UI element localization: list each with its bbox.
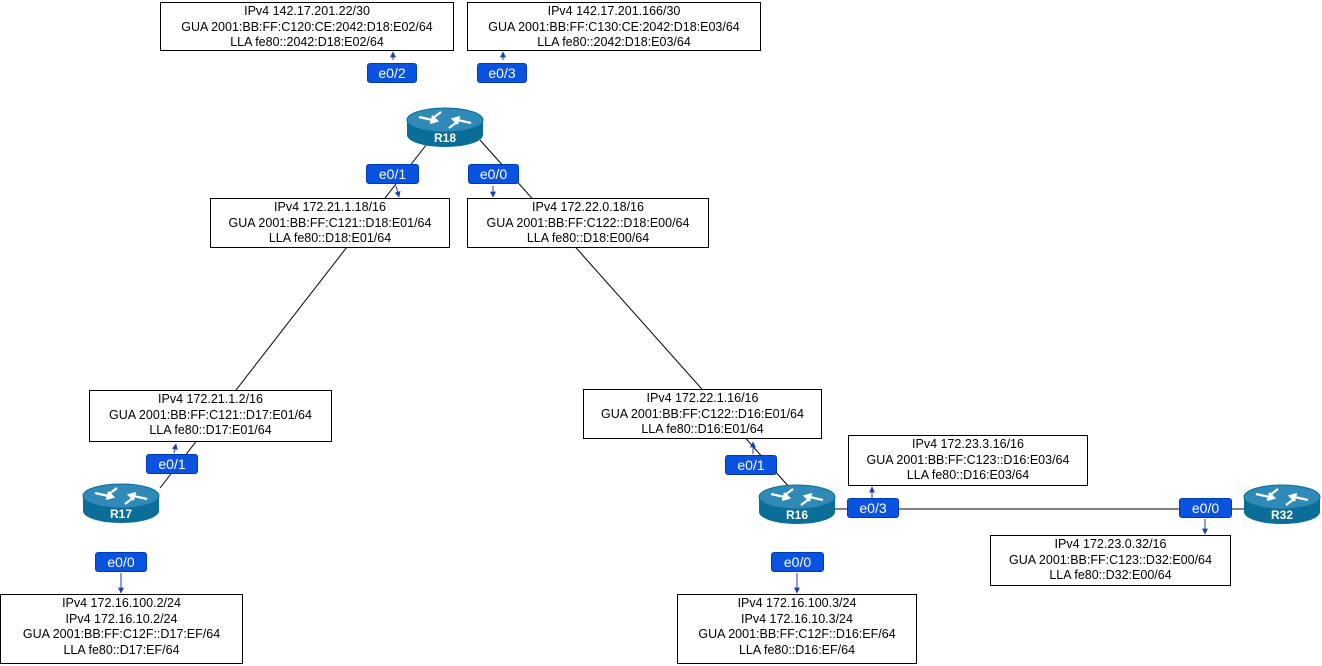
router-r18[interactable]: R18 <box>406 107 484 147</box>
box-line: GUA 2001:BB:FF:C122::D18:E00/64 <box>486 215 690 230</box>
router-icon <box>94 487 148 505</box>
address-box-r18-e0-2: IPv4 142.17.201.22/30 GUA 2001:BB:FF:C12… <box>160 2 454 51</box>
box-line: IPv4 172.16.10.2/24 <box>65 611 178 626</box>
router-icon <box>418 111 472 129</box>
box-line: IPv4 172.23.3.16/16 <box>912 437 1024 451</box>
box-line: GUA 2001:BB:FF:C123::D16:E03/64 <box>866 452 1070 467</box>
address-box-r17-e0-1: IPv4 172.21.1.2/16 GUA 2001:BB:FF:C121::… <box>89 390 332 442</box>
router-r32-label: R32 <box>1271 508 1293 522</box>
box-line: GUA 2001:BB:FF:C130:CE:2042:D18:E03/64 <box>488 19 740 34</box>
router-r17[interactable]: R17 <box>82 483 160 523</box>
arrow-r17-e0-1 <box>171 443 178 454</box>
port-r17-e0-0[interactable]: e0/0 <box>95 552 147 572</box>
box-line: LLA fe80::D17:E01/64 <box>149 423 272 437</box>
box-line: IPv4 172.21.1.18/16 <box>274 200 386 214</box>
port-r18-e0-1[interactable]: e0/1 <box>366 164 419 184</box>
box-line: IPv4 172.22.0.18/16 <box>532 200 644 214</box>
address-box-r32-e0-0: IPv4 172.23.0.32/16 GUA 2001:BB:FF:C123:… <box>990 535 1231 586</box>
port-r16-e0-3[interactable]: e0/3 <box>847 498 899 518</box>
box-line: IPv4 172.16.10.3/24 <box>741 611 853 626</box>
box-line: GUA 2001:BB:FF:C12F::D17:EF/64 <box>22 627 221 641</box>
address-box-r18-e0-1: IPv4 172.21.1.18/16 GUA 2001:BB:FF:C121:… <box>210 198 450 248</box>
port-r18-e0-0[interactable]: e0/0 <box>468 164 519 184</box>
router-icon <box>770 488 824 506</box>
box-line: LLA fe80::D16:E03/64 <box>906 468 1030 482</box>
router-r16[interactable]: R16 <box>758 484 836 524</box>
address-box-r16-e0-0: IPv4 172.16.100.3/24 IPv4 172.16.10.3/24… <box>677 594 917 664</box>
box-line: LLA fe80::2042:D18:E03/64 <box>537 35 691 49</box>
box-line: GUA 2001:BB:FF:C121::D18:E01/64 <box>228 215 432 230</box>
box-line: IPv4 172.16.100.3/24 <box>737 596 857 610</box>
box-line: LLA fe80::D18:E00/64 <box>526 231 650 245</box>
box-line: LLA fe80::2042:D18:E02/64 <box>230 35 384 49</box>
port-r18-e0-2[interactable]: e0/2 <box>367 63 417 83</box>
box-line: LLA fe80::D16:E01/64 <box>641 422 764 436</box>
address-box-r18-e0-0: IPv4 172.22.0.18/16 GUA 2001:BB:FF:C122:… <box>467 198 709 248</box>
router-icon <box>1255 488 1309 506</box>
router-r32[interactable]: R32 <box>1243 484 1321 524</box>
router-r17-top <box>82 483 160 509</box>
address-box-r16-e0-3: IPv4 172.23.3.16/16 GUA 2001:BB:FF:C123:… <box>848 435 1088 486</box>
port-r16-e0-1[interactable]: e0/1 <box>725 455 777 475</box>
port-r16-e0-0[interactable]: e0/0 <box>771 552 824 572</box>
box-line: IPv4 172.23.0.32/16 <box>1054 537 1167 551</box>
address-box-r16-e0-1: IPv4 172.22.1.16/16 GUA 2001:BB:FF:C122:… <box>583 389 822 439</box>
address-box-r18-e0-3: IPv4 142.17.201.166/30 GUA 2001:BB:FF:C1… <box>467 2 761 51</box>
box-line: GUA 2001:BB:FF:C123::D32:E00/64 <box>1009 552 1212 567</box>
router-r17-label: R17 <box>110 507 132 521</box>
port-r32-e0-0[interactable]: e0/0 <box>1179 498 1232 518</box>
router-r16-label: R16 <box>786 508 808 522</box>
router-r16-top <box>758 484 836 510</box>
box-line: IPv4 142.17.201.22/30 <box>244 4 370 18</box>
box-line: IPv4 172.16.100.2/24 <box>62 596 181 610</box>
box-line: LLA fe80::D32:E00/64 <box>1049 568 1172 582</box>
box-line: LLA fe80::D18:E01/64 <box>268 231 392 245</box>
router-r18-top <box>406 107 484 133</box>
box-line: GUA 2001:BB:FF:C12F::D16:EF/64 <box>698 627 896 641</box>
box-line: LLA fe80::D17:EF/64 <box>63 642 180 657</box>
box-line: IPv4 172.21.1.2/16 <box>158 392 263 406</box>
box-line: GUA 2001:BB:FF:C120:CE:2042:D18:E02/64 <box>181 19 433 34</box>
box-line: IPv4 172.22.1.16/16 <box>646 391 759 405</box>
port-r17-e0-1[interactable]: e0/1 <box>146 454 198 474</box>
box-line: LLA fe80::D16:EF/64 <box>738 642 856 657</box>
arrow-r18-e0-1 <box>394 185 401 198</box>
router-r18-label: R18 <box>434 131 456 145</box>
port-r18-e0-3[interactable]: e0/3 <box>477 63 527 83</box>
address-box-r17-e0-0: IPv4 172.16.100.2/24 IPv4 172.16.10.2/24… <box>0 594 243 664</box>
box-line: GUA 2001:BB:FF:C121::D17:E01/64 <box>109 407 312 422</box>
router-r32-top <box>1243 484 1321 510</box>
box-line: GUA 2001:BB:FF:C122::D16:E01/64 <box>601 406 804 421</box>
box-line: IPv4 142.17.201.166/30 <box>547 4 681 18</box>
